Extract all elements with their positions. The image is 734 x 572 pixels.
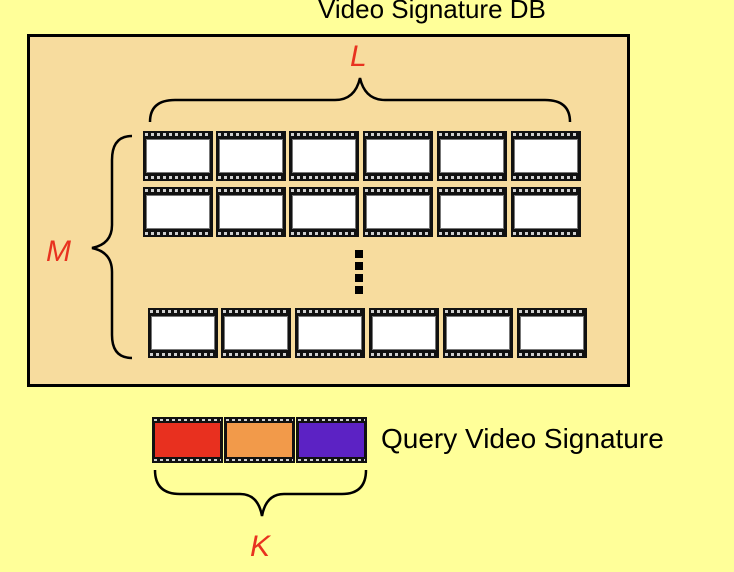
film-frame-icon [369, 308, 439, 358]
film-frame-icon [511, 187, 581, 237]
film-frame-icon [443, 308, 513, 358]
query-frame-3 [296, 417, 367, 463]
query-signature-label: Query Video Signature [381, 423, 664, 454]
film-frame-icon [437, 187, 507, 237]
film-frame-icon [363, 187, 433, 237]
film-frame-icon [517, 308, 587, 358]
film-frame-icon [289, 187, 359, 237]
brace-K-icon [153, 469, 368, 517]
film-frame-icon [216, 187, 286, 237]
label-L: L [350, 40, 367, 73]
query-frame-1 [152, 417, 223, 463]
film-frame-icon [295, 308, 365, 358]
film-frame-icon [143, 131, 213, 181]
ellipsis-dots-icon [355, 250, 363, 298]
brace-L-icon [148, 77, 572, 123]
film-frame-icon [221, 308, 291, 358]
brace-M-icon [91, 134, 133, 360]
film-frame-icon [363, 131, 433, 181]
label-M: M [46, 235, 71, 268]
query-frame-2 [224, 417, 295, 463]
label-K: K [250, 530, 271, 563]
film-frame-icon [216, 131, 286, 181]
film-frame-icon [148, 308, 218, 358]
film-frame-icon [511, 131, 581, 181]
film-frame-icon [289, 131, 359, 181]
film-frame-icon [437, 131, 507, 181]
db-title: Video Signature DB [318, 0, 546, 24]
film-frame-icon [143, 187, 213, 237]
